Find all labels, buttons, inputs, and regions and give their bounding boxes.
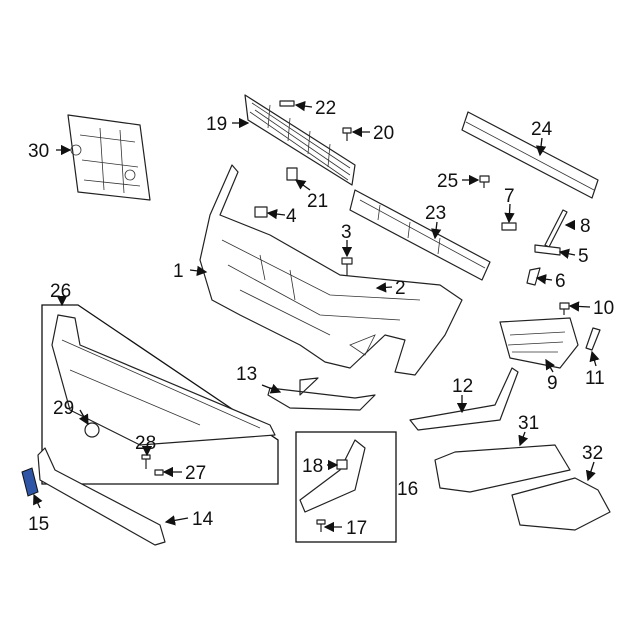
group-26-box bbox=[41, 304, 279, 485]
callout-28: 28 bbox=[135, 433, 156, 454]
part-11-cap bbox=[585, 327, 601, 351]
callout-30: 30 bbox=[28, 141, 49, 162]
callout-16: 16 bbox=[397, 479, 418, 500]
part-9-fog-bezel bbox=[499, 317, 579, 369]
callout-23: 23 bbox=[425, 203, 446, 224]
part-12-trim bbox=[409, 367, 519, 431]
part-6-clip bbox=[526, 267, 541, 286]
callout-25: 25 bbox=[437, 171, 458, 192]
callout-10: 10 bbox=[593, 298, 614, 319]
callout-19: 19 bbox=[206, 114, 227, 135]
part-4-clip bbox=[254, 206, 268, 218]
part-7-clip bbox=[501, 222, 517, 231]
callout-20: 20 bbox=[373, 123, 394, 144]
part-24-reinforcement bbox=[461, 111, 599, 199]
part-29-cap bbox=[84, 422, 100, 438]
part-10-screw bbox=[559, 302, 570, 315]
callout-31: 31 bbox=[518, 413, 539, 434]
callout-12: 12 bbox=[452, 376, 473, 397]
group-16-box bbox=[295, 431, 397, 543]
callout-6: 6 bbox=[555, 271, 566, 292]
part-30-license-bracket bbox=[67, 114, 151, 201]
part-26-lower-valance bbox=[51, 314, 276, 446]
callout-7: 7 bbox=[504, 186, 515, 207]
part-5-bracket bbox=[534, 244, 561, 256]
callout-22: 22 bbox=[315, 98, 336, 119]
callout-labels: 1 2 3 4 5 6 7 8 9 10 11 12 13 14 15 16 1… bbox=[28, 98, 614, 539]
callout-32: 32 bbox=[582, 443, 603, 464]
callout-17: 17 bbox=[346, 518, 367, 539]
part-8-strip bbox=[544, 209, 568, 248]
part-16-deflector bbox=[299, 439, 366, 513]
callout-14: 14 bbox=[192, 509, 214, 530]
part-22-emblem bbox=[279, 100, 295, 107]
part-13-trim bbox=[267, 377, 376, 411]
part-25-screw bbox=[479, 175, 490, 188]
leader-lines bbox=[33, 100, 600, 533]
callout-2: 2 bbox=[395, 278, 406, 299]
part-15-highlighted bbox=[21, 467, 39, 497]
part-28-bolt bbox=[141, 454, 151, 469]
callout-21: 21 bbox=[307, 191, 328, 212]
callout-5: 5 bbox=[578, 246, 589, 267]
callout-18: 18 bbox=[302, 456, 323, 477]
part-17-screw bbox=[316, 519, 326, 532]
part-23-energy-absorber bbox=[349, 189, 491, 281]
callout-11: 11 bbox=[585, 368, 605, 389]
part-21-bracket bbox=[286, 167, 298, 181]
callout-24: 24 bbox=[531, 119, 553, 140]
callout-29: 29 bbox=[53, 398, 74, 419]
part-14-lip bbox=[37, 447, 166, 546]
callout-15: 15 bbox=[28, 514, 49, 535]
part-18-clip bbox=[336, 459, 348, 470]
callout-26: 26 bbox=[50, 281, 71, 302]
part-1-bumper-cover bbox=[199, 164, 463, 376]
callout-27: 27 bbox=[185, 463, 206, 484]
callout-4: 4 bbox=[286, 206, 297, 227]
callout-1: 1 bbox=[173, 261, 184, 282]
part-20-screw bbox=[342, 127, 352, 141]
callout-13: 13 bbox=[236, 364, 257, 385]
part-32-splash-shield bbox=[511, 477, 611, 531]
callout-3: 3 bbox=[341, 222, 352, 243]
part-31-splash-shield bbox=[434, 444, 571, 493]
part-19-upper-grille bbox=[244, 94, 356, 186]
part-27-nut bbox=[154, 469, 164, 476]
callout-9: 9 bbox=[547, 373, 558, 394]
callout-8: 8 bbox=[580, 216, 591, 237]
